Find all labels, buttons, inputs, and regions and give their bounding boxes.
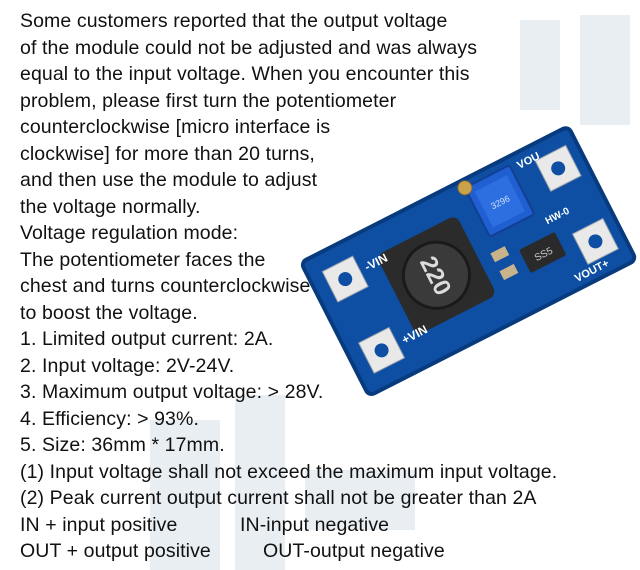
- pin-in-negative: IN-input negative: [240, 513, 390, 536]
- pin-in-positive: IN + input positive: [20, 513, 178, 536]
- paragraph-line: and then use the module to adjust: [20, 169, 318, 191]
- paragraph-line: to boost the voltage.: [20, 301, 198, 324]
- spec-item: 5. Size: 36mm * 17mm.: [20, 434, 225, 456]
- description-text: Some customers reported that the output …: [20, 8, 630, 565]
- paragraph-line: Voltage regulation mode:: [20, 222, 239, 244]
- paragraph-line: problem, please first turn the potentiom…: [20, 89, 397, 112]
- pin-out-negative: OUT-output negative: [263, 540, 445, 562]
- pin-row: OUT + output positive OUT-output negative: [20, 538, 630, 565]
- note-line: (1) Input voltage shall not exceed the m…: [20, 460, 558, 483]
- spec-item: 4. Efficiency: > 93%.: [20, 407, 199, 430]
- pin-out-positive: OUT + output positive: [20, 540, 211, 562]
- pad-vout-minus: [534, 144, 582, 192]
- pin-row: IN + input positive IN-input negative: [20, 512, 630, 539]
- pad-vin-minus: [321, 255, 369, 303]
- note-line: (2) Peak current output current shall no…: [20, 487, 537, 509]
- boost-module-illustration: 220 3296 SS5 -VIN +VIN VOU VOUT+ HW-0: [300, 126, 637, 397]
- capacitor: [490, 246, 510, 263]
- inductor: 220: [378, 217, 495, 334]
- paragraph-line: chest and turns counterclockwise: [20, 275, 311, 297]
- spec-item: 3. Maximum output voltage: > 28V.: [20, 381, 324, 403]
- paragraph-line: Some customers reported that the output …: [20, 10, 448, 32]
- pad-vin-plus: [358, 326, 406, 374]
- paragraph-line: the voltage normally.: [20, 195, 201, 218]
- paragraph-line: counterclockwise [micro interface is: [20, 116, 331, 138]
- diode-chip: SS5: [519, 232, 566, 273]
- capacitor: [499, 263, 519, 281]
- paragraph-line: The potentiometer faces the: [20, 248, 266, 271]
- pad-vout-plus: [571, 217, 619, 265]
- paragraph-line: equal to the input voltage. When you enc…: [20, 63, 470, 85]
- trimmer-potentiometer: 3296: [457, 165, 535, 237]
- paragraph-line: of the module could not be adjusted and …: [20, 36, 478, 59]
- paragraph-line: clockwise] for more than 20 turns,: [20, 142, 315, 165]
- spec-item: 2. Input voltage: 2V-24V.: [20, 354, 235, 377]
- spec-item: 1. Limited output current: 2A.: [20, 328, 274, 350]
- product-image: 220 3296 SS5 -VIN +VIN VOU VOUT+ HW-0: [300, 125, 640, 425]
